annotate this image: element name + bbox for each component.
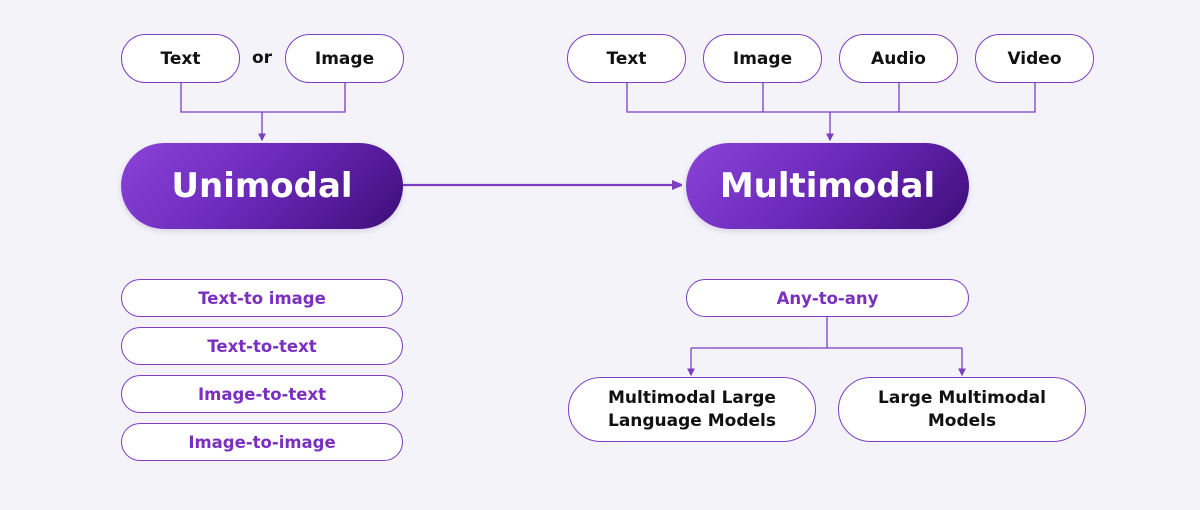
unimodal-input-text: Text — [121, 34, 240, 83]
model-type-lmm-label: Large Multimodal Models — [878, 387, 1046, 433]
task-any-to-any: Any-to-any — [686, 279, 969, 317]
model-type-mllm-line2: Language Models — [607, 410, 776, 431]
task-image-to-text: Image-to-text — [121, 375, 403, 413]
unimodal-title: Unimodal — [171, 166, 353, 206]
multimodal-title: Multimodal — [719, 166, 936, 206]
model-type-lmm-line2: Models — [927, 410, 997, 431]
model-type-mllm-label: Multimodal Large Language Models — [608, 387, 776, 433]
model-type-mllm: Multimodal Large Language Models — [568, 377, 816, 442]
multimodal-input-video: Video — [975, 34, 1094, 83]
task-text-to-text: Text-to-text — [121, 327, 403, 365]
multimodal-input-text: Text — [567, 34, 686, 83]
task-image-to-image: Image-to-image — [121, 423, 403, 461]
model-type-mllm-line1: Multimodal Large — [608, 387, 776, 408]
multimodal-input-audio: Audio — [839, 34, 958, 83]
task-image-to-image-label: Image-to-image — [188, 432, 336, 452]
task-text-to-image: Text-to image — [121, 279, 403, 317]
multimodal-input-connector — [626, 82, 1036, 142]
model-type-lmm-line1: Large Multimodal — [878, 387, 1046, 408]
unimodal-input-image: Image — [285, 34, 404, 83]
any-to-any-connector — [687, 317, 966, 377]
model-type-lmm: Large Multimodal Models — [838, 377, 1086, 442]
multimodal-input-image: Image — [703, 34, 822, 83]
multimodal-input-image-label: Image — [732, 48, 793, 69]
unimodal-input-connector — [180, 82, 346, 142]
unimodal-input-text-label: Text — [160, 48, 201, 69]
unimodal-node: Unimodal — [121, 143, 403, 229]
multimodal-input-audio-label: Audio — [871, 48, 926, 69]
unimodal-input-image-label: Image — [314, 48, 375, 69]
multimodal-input-video-label: Video — [1007, 48, 1062, 69]
task-text-to-image-label: Text-to image — [198, 288, 326, 308]
or-label: or — [252, 48, 273, 68]
multimodal-input-text-label: Text — [606, 48, 647, 69]
task-any-to-any-label: Any-to-any — [776, 288, 879, 308]
multimodal-node: Multimodal — [686, 143, 969, 229]
task-text-to-text-label: Text-to-text — [207, 336, 317, 356]
task-image-to-text-label: Image-to-text — [198, 384, 326, 404]
